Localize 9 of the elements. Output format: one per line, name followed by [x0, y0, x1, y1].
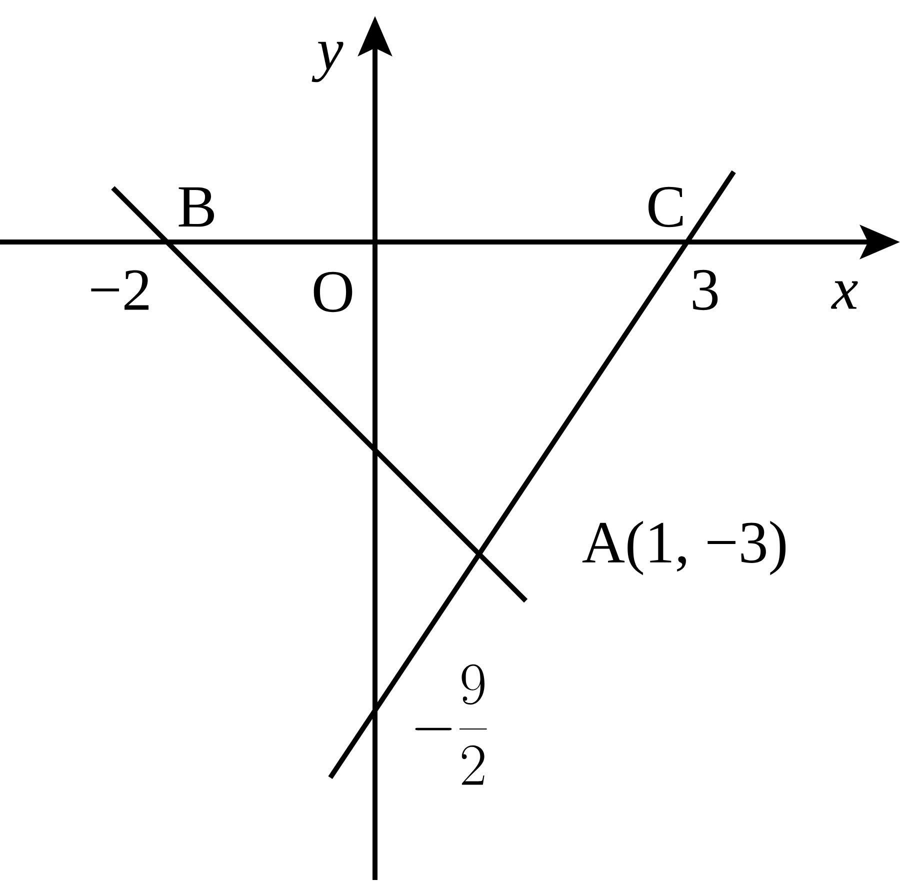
point-label: B	[178, 187, 214, 227]
tick-label: −2	[91, 270, 149, 310]
axis-label: y	[312, 42, 344, 82]
tick-label: $-\frac{9}{2}$	[415, 664, 487, 785]
point-label: O	[314, 272, 352, 312]
point-label: C	[648, 186, 683, 228]
axis-label: x	[831, 281, 858, 309]
tick-label: 3	[692, 270, 718, 310]
point-label: A(1, −3)	[582, 520, 786, 576]
